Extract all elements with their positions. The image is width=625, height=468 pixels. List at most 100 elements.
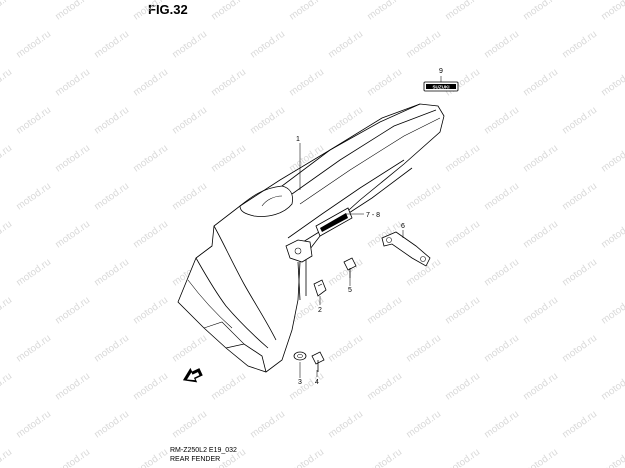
watermark-text: motod.ru bbox=[14, 257, 53, 289]
front-direction-arrow-icon bbox=[182, 367, 203, 383]
clip-part-2 bbox=[313, 279, 327, 297]
watermark-text: motod.ru bbox=[599, 447, 625, 468]
watermark-text: motod.ru bbox=[287, 447, 326, 468]
watermark-text: motod.ru bbox=[53, 447, 92, 468]
watermark-text: motod.ru bbox=[560, 257, 599, 289]
callout-5: 5 bbox=[348, 287, 352, 294]
watermark-text: motod.ru bbox=[170, 105, 209, 137]
watermark-text: motod.ru bbox=[404, 409, 443, 441]
fender-decal bbox=[320, 213, 348, 232]
watermark-text: motod.ru bbox=[482, 29, 521, 61]
callout-3: 3 bbox=[298, 379, 302, 386]
callout-2: 2 bbox=[318, 307, 322, 314]
watermark-text: motod.ru bbox=[14, 29, 53, 61]
watermark-text: motod.ru bbox=[0, 371, 14, 403]
watermark-text: motod.ru bbox=[560, 181, 599, 213]
watermark-text: motod.ru bbox=[365, 295, 404, 327]
watermark-text: motod.ru bbox=[92, 105, 131, 137]
watermark-text: motod.ru bbox=[521, 371, 560, 403]
watermark-text: motod.ru bbox=[482, 181, 521, 213]
watermark-text: motod.ru bbox=[209, 143, 248, 175]
callout-6: 6 bbox=[401, 223, 405, 230]
watermark-text: motod.ru bbox=[365, 67, 404, 99]
watermark-text: motod.ru bbox=[53, 143, 92, 175]
watermark-text: motod.ru bbox=[521, 67, 560, 99]
watermark-text: motod.ru bbox=[131, 295, 170, 327]
watermark-text: motod.ru bbox=[170, 29, 209, 61]
washer-part-3 bbox=[293, 351, 307, 361]
rear-fender-part bbox=[177, 103, 445, 373]
watermark-text: motod.ru bbox=[209, 0, 248, 22]
watermark-text: motod.ru bbox=[170, 333, 209, 365]
figure-title: FIG.32 bbox=[148, 2, 188, 17]
watermark-text: motod.ru bbox=[53, 0, 92, 22]
leader-lines bbox=[299, 76, 442, 378]
watermark-text: motod.ru bbox=[248, 29, 287, 61]
watermark-text: motod.ru bbox=[521, 295, 560, 327]
watermark-text: motod.ru bbox=[521, 219, 560, 251]
watermark-text: motod.ru bbox=[443, 295, 482, 327]
watermark-text: motod.ru bbox=[599, 0, 625, 22]
watermark-text: motod.ru bbox=[326, 29, 365, 61]
watermark-text: motod.ru bbox=[0, 295, 14, 327]
watermark-text: motod.ru bbox=[287, 371, 326, 403]
watermark-text: motod.ru bbox=[599, 371, 625, 403]
watermark-text: motod.ru bbox=[404, 29, 443, 61]
callout-1: 1 bbox=[296, 136, 300, 143]
watermark-text: motod.ru bbox=[599, 295, 625, 327]
watermark-text: motod.ru bbox=[287, 0, 326, 22]
emblem-part-9: SUZUKI bbox=[423, 81, 459, 92]
watermark-text: motod.ru bbox=[521, 0, 560, 22]
callout-labels: 1 2 3 4 5 6 7 - 8 9 bbox=[296, 68, 443, 386]
callout-4: 4 bbox=[315, 379, 319, 386]
watermark-text: motod.ru bbox=[92, 409, 131, 441]
watermark-text: motod.ru bbox=[443, 447, 482, 468]
watermark-text: motod.ru bbox=[560, 105, 599, 137]
bolt-part-4 bbox=[311, 351, 325, 372]
watermark-text: motod.ru bbox=[0, 67, 14, 99]
watermark-text: motod.ru bbox=[92, 29, 131, 61]
watermark-text: motod.ru bbox=[326, 409, 365, 441]
callout-9: 9 bbox=[439, 68, 443, 75]
watermark-text: motod.ru bbox=[560, 409, 599, 441]
watermark-text: motod.ru bbox=[599, 143, 625, 175]
watermark-text: motod.ru bbox=[521, 143, 560, 175]
watermark-text: motod.ru bbox=[248, 105, 287, 137]
watermark-text: motod.ru bbox=[365, 447, 404, 468]
watermark-text: motod.ru bbox=[365, 371, 404, 403]
watermark-text: motod.ru bbox=[131, 447, 170, 468]
watermark-text: motod.ru bbox=[326, 333, 365, 365]
watermark-text: motod.ru bbox=[482, 409, 521, 441]
model-code: RM-Z250L2 E19_032 bbox=[170, 447, 237, 454]
bolt-part-5 bbox=[343, 257, 357, 278]
watermark-text: motod.ru bbox=[53, 371, 92, 403]
watermark-text: motod.ru bbox=[443, 0, 482, 22]
watermark-text: motod.ru bbox=[248, 409, 287, 441]
watermark-text: motod.ru bbox=[14, 181, 53, 213]
watermark-text: motod.ru bbox=[53, 67, 92, 99]
strap-part-6 bbox=[381, 231, 431, 267]
watermark-text: motod.ru bbox=[521, 447, 560, 468]
watermark-text: motod.ru bbox=[404, 181, 443, 213]
watermark-text: motod.ru bbox=[131, 67, 170, 99]
watermark-text: motod.ru bbox=[482, 257, 521, 289]
watermark-text: motod.ru bbox=[599, 67, 625, 99]
watermark-text: motod.ru bbox=[443, 143, 482, 175]
section-name: REAR FENDER bbox=[170, 456, 221, 463]
watermark-text: motod.ru bbox=[92, 333, 131, 365]
watermark-text: motod.ru bbox=[0, 219, 14, 251]
watermark-text: motod.ru bbox=[287, 67, 326, 99]
watermark-text: motod.ru bbox=[53, 219, 92, 251]
watermark-text: motod.ru bbox=[443, 219, 482, 251]
watermark-text: motod.ru bbox=[14, 105, 53, 137]
watermark-text: motod.ru bbox=[482, 105, 521, 137]
watermark-text: motod.ru bbox=[170, 409, 209, 441]
watermark-text: motod.ru bbox=[131, 0, 170, 22]
watermark-text: motod.ru bbox=[92, 181, 131, 213]
watermark-text: motod.ru bbox=[131, 143, 170, 175]
callout-7-8: 7 - 8 bbox=[366, 212, 380, 219]
watermark-text: motod.ru bbox=[482, 333, 521, 365]
watermark-text: motod.ru bbox=[131, 371, 170, 403]
watermark-text: motod.ru bbox=[209, 67, 248, 99]
